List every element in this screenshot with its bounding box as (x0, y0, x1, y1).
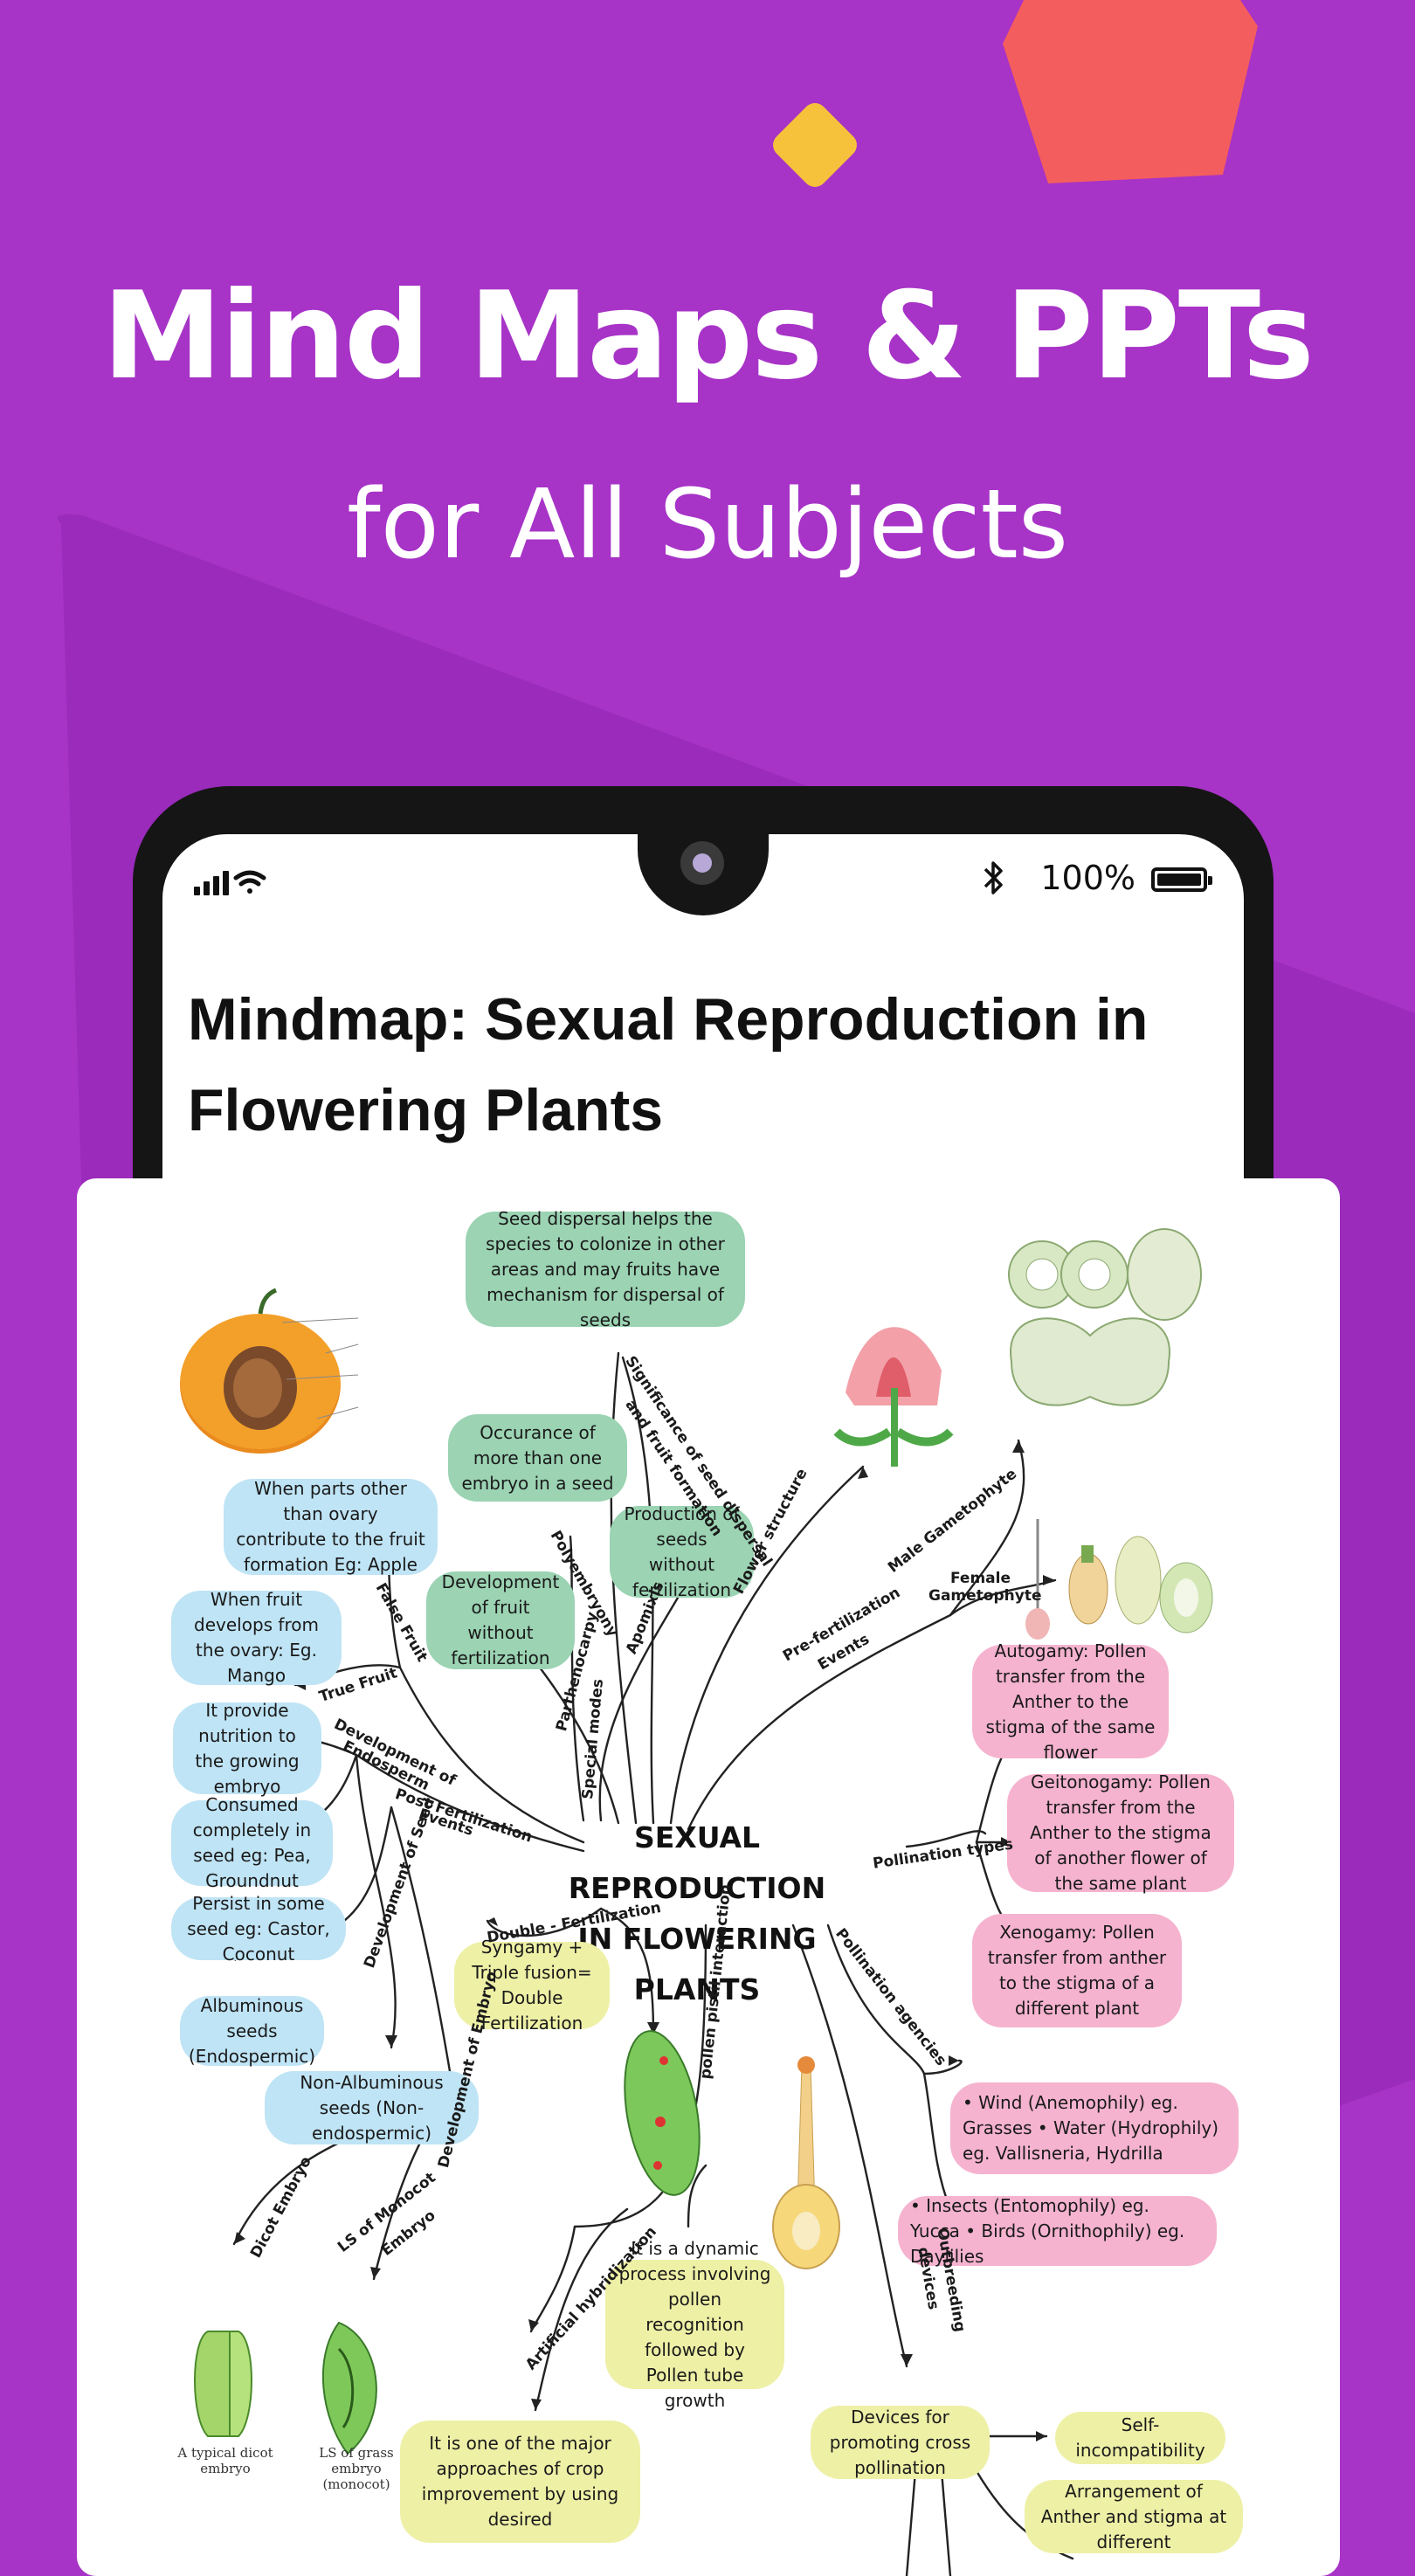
front-camera (680, 841, 724, 885)
caption-dicot-embryo: A typical dicot embryo (177, 2445, 273, 2476)
bubble-parthenocarpy[interactable]: Development of fruit without fertilizati… (426, 1571, 575, 1669)
bubble-syngamy[interactable]: Syngamy + Triple fusion= Double Fertiliz… (454, 1937, 610, 2034)
bubble-wind-water[interactable]: • Wind (Anemophily) eg. Grasses • Water … (950, 2082, 1239, 2174)
mindmap-card[interactable]: SEXUAL REPRODUCTION IN FLOWERING PLANTS … (77, 1178, 1340, 2576)
pentagon-shape (1003, 0, 1258, 183)
bubble-insects[interactable]: • Insects (Entomophily) eg. Yucca • Bird… (898, 2195, 1217, 2267)
bluetooth-icon (984, 861, 1003, 894)
bubble-false-fruit[interactable]: When parts other than ovary contribute t… (224, 1478, 438, 1575)
embryo-sac-illustration (624, 2030, 701, 2196)
mindmap-connectors (180, 1228, 1213, 2576)
bubble-true-fruit[interactable]: When fruit develops from the ovary: Eg. … (171, 1589, 342, 1686)
diamond-shape (773, 103, 857, 187)
bubble-persist[interactable]: Persist in some seed eg: Castor, Coconut (171, 1893, 346, 1965)
hero-subtitle: for All Subjects (346, 468, 1069, 580)
bubble-self-incompatibility[interactable]: Self-incompatibility (1055, 2412, 1225, 2464)
bubble-arrangement[interactable]: Arrangement of Anther and stigma at diff… (1025, 2480, 1243, 2553)
center-line-2: IN FLOWERING PLANTS (577, 1922, 817, 2006)
hero-title: Mind Maps & PPTs (102, 266, 1315, 406)
monocot-embryo-illustration (321, 2321, 377, 2455)
anther-illustration (1008, 1228, 1202, 1406)
bubble-pollen-pistil[interactable]: It is a dynamic process involving pollen… (605, 2238, 784, 2411)
bubble-devices[interactable]: Devices for promoting cross pollination (811, 2406, 990, 2479)
bubble-autogamy[interactable]: Autogamy: Pollen transfer from the Anthe… (972, 1640, 1169, 1763)
mindmap-center[interactable]: SEXUAL REPRODUCTION IN FLOWERING PLANTS (514, 1813, 880, 2015)
dicot-embryo-illustration (194, 2331, 252, 2437)
status-bar: 100% (162, 852, 1244, 904)
bubble-consumed[interactable]: Consumed completely in seed eg: Pea, Gro… (171, 1794, 333, 1891)
wifi-icon (233, 870, 266, 894)
page-title: Mindmap: Sexual Reproduction in Flowerin… (188, 986, 1149, 1143)
caption-monocot-embryo: LS of grass embryo (monocot) (319, 2445, 394, 2492)
bubble-hybridization[interactable]: It is one of the major approaches of cro… (400, 2421, 640, 2543)
flower-illustration (833, 1327, 954, 1467)
bubble-geitonogamy[interactable]: Geitonogamy: Pollen transfer from the An… (1007, 1771, 1234, 1894)
battery-percent: 100% (1040, 859, 1135, 897)
bubble-endosperm[interactable]: It provide nutrition to the growing embr… (173, 1700, 321, 1797)
label-gametophyte: Gametophyte (928, 1587, 1042, 1605)
fruit-illustration (180, 1288, 359, 1454)
pistil-illustration (772, 2056, 840, 2269)
bubble-seed-dispersal[interactable]: Seed dispersal helps the species to colo… (466, 1208, 745, 1330)
bubble-xenogamy[interactable]: Xenogamy: Pollen transfer from anther to… (972, 1914, 1182, 2027)
bubble-albuminous[interactable]: Albuminous seeds (Endospermic) (180, 1995, 324, 2067)
battery-icon (1151, 867, 1212, 892)
ovule-illustration (1025, 1519, 1213, 1640)
label-female: Female (950, 1570, 1011, 1587)
bubble-polyembryony[interactable]: Occurance of more than one embryo in a s… (448, 1414, 627, 1502)
signal-bars-icon (194, 870, 266, 895)
center-line-1: SEXUAL REPRODUCTION (568, 1820, 826, 1905)
bubble-non-albuminous[interactable]: Non-Albuminous seeds (Non-endospermic) (265, 2071, 479, 2144)
bubble-apomixis[interactable]: Production of seeds without fertilizatio… (610, 1503, 754, 1600)
